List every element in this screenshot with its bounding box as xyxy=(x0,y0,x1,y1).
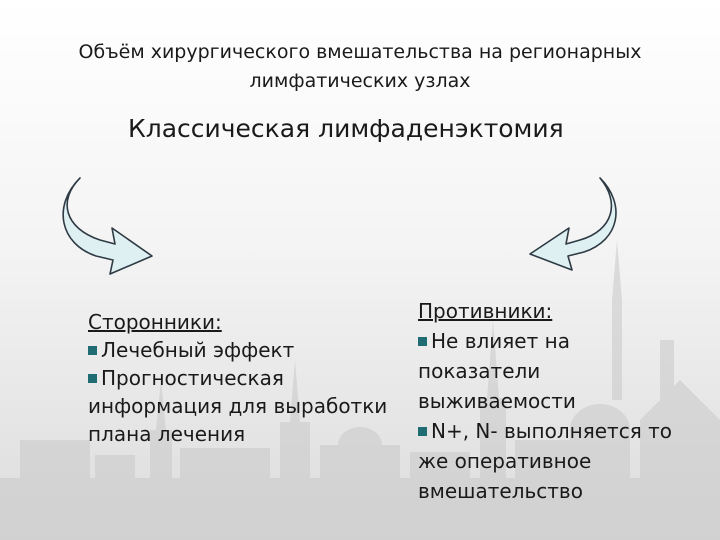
curved-arrow-down-left-icon xyxy=(529,177,617,271)
slide-subtitle: Классическая лимфаденэктомия xyxy=(128,114,564,143)
list-item: Не влияет на показатели выживаемости xyxy=(418,326,698,416)
supporters-heading: Сторонники: xyxy=(88,310,222,334)
square-bullet-icon xyxy=(418,427,427,436)
list-item-text: Лечебный эффект xyxy=(101,338,295,362)
square-bullet-icon xyxy=(88,374,97,383)
list-item: N+, N- выполняется то же оперативное вме… xyxy=(418,416,698,506)
list-item-text: N+, N- выполняется то же оперативное вме… xyxy=(418,419,672,503)
list-item: Лечебный эффект xyxy=(88,336,408,364)
opponents-heading: Противники: xyxy=(418,299,553,323)
curved-arrow-down-right-icon xyxy=(62,177,153,275)
slide-title-line-2: лимфатических узлах xyxy=(249,70,471,92)
list-item: Прогностическая информация для выработки… xyxy=(88,364,408,448)
opponents-column: Противники: Не влияет на показатели выжи… xyxy=(418,296,698,506)
slide-title-line-1: Объём хирургического вмешательства на ре… xyxy=(78,41,642,63)
square-bullet-icon xyxy=(88,346,97,355)
list-item-text: Не влияет на показатели выживаемости xyxy=(418,329,576,413)
slide-title: Объём хирургического вмешательства на ре… xyxy=(20,38,700,96)
square-bullet-icon xyxy=(418,337,427,346)
supporters-column: Сторонники: Лечебный эффект Прогностичес… xyxy=(88,308,408,448)
list-item-text: Прогностическая информация для выработки… xyxy=(88,366,388,446)
